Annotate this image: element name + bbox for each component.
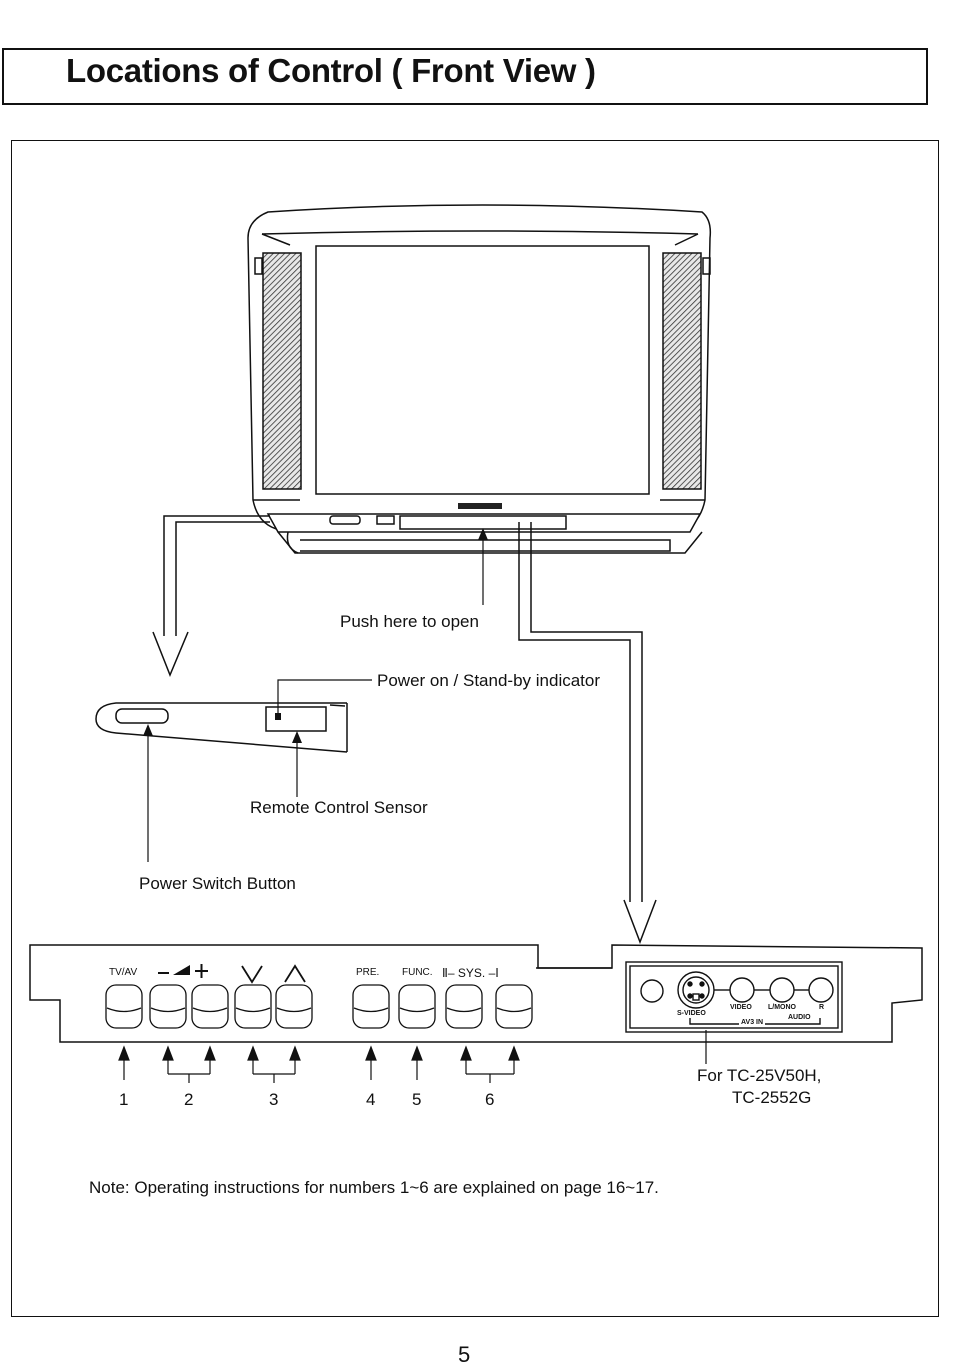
right-speaker-grille	[662, 252, 702, 490]
audio-l-jack	[769, 977, 795, 1003]
power-switch-button	[115, 708, 169, 724]
audio-label: AUDIO	[788, 1014, 811, 1021]
page-number: 5	[458, 1342, 471, 1367]
button-tvav	[105, 984, 143, 1029]
svideo-label: S-VIDEO	[677, 1010, 706, 1017]
volume-glyph	[158, 964, 208, 978]
button-ch-down	[234, 984, 272, 1029]
pre-label: PRE.	[356, 967, 380, 978]
power-switch-detail	[95, 702, 348, 753]
video-label: VIDEO	[730, 1004, 752, 1011]
button-func	[398, 984, 436, 1029]
ch-down-glyph	[241, 965, 263, 984]
tvav-label: TV/AV	[109, 967, 138, 978]
video-jack	[729, 977, 755, 1003]
models-label-2: TC-2552G	[732, 1088, 812, 1107]
arrow-to-detail	[152, 515, 270, 677]
diagram-frame	[11, 140, 939, 1317]
note-text: Note: Operating instructions for numbers…	[89, 1178, 659, 1197]
brand-logo	[458, 503, 502, 509]
func-label: FUNC.	[402, 967, 433, 978]
front-control-panel	[29, 944, 923, 1043]
av3in-label: AV3 IN	[739, 1019, 766, 1026]
button-vol-down	[149, 984, 187, 1029]
number-1: 1	[119, 1090, 129, 1109]
left-speaker-grille	[262, 252, 302, 490]
control-buttons	[105, 984, 533, 1029]
number-2: 2	[184, 1090, 194, 1109]
ch-up-glyph	[284, 964, 306, 983]
audio-r-jack	[808, 977, 834, 1003]
button-sys-ii	[445, 984, 483, 1029]
number-3: 3	[269, 1090, 279, 1109]
models-label-1: For TC-25V50H,	[697, 1066, 822, 1085]
headphone-jack	[640, 979, 664, 1003]
power-indicator-label: Power on / Stand-by indicator	[377, 671, 601, 690]
number-arrows	[118, 1045, 520, 1083]
remote-sensor-window	[265, 706, 327, 732]
arrow-to-jacks	[518, 522, 657, 945]
lmono-label: L/MONO	[768, 1004, 796, 1011]
button-vol-up	[191, 984, 229, 1029]
remote-sensor-label: Remote Control Sensor	[250, 798, 428, 817]
push-open-label: Push here to open	[340, 612, 479, 631]
page-title: Locations of Control ( Front View )	[66, 52, 596, 89]
button-pre	[352, 984, 390, 1029]
sys-label: Ⅱ– SYS. –Ⅰ	[442, 966, 499, 980]
jacks-panel	[625, 961, 843, 1033]
tv-cabinet	[247, 204, 712, 554]
power-switch-label: Power Switch Button	[139, 874, 296, 893]
number-5: 5	[412, 1090, 422, 1109]
button-ch-up	[275, 984, 313, 1029]
r-label: R	[819, 1004, 825, 1011]
number-4: 4	[366, 1090, 376, 1109]
number-6: 6	[485, 1090, 495, 1109]
button-sys-i	[495, 984, 533, 1029]
title-box	[2, 48, 928, 105]
indicator-lamp	[275, 713, 281, 720]
